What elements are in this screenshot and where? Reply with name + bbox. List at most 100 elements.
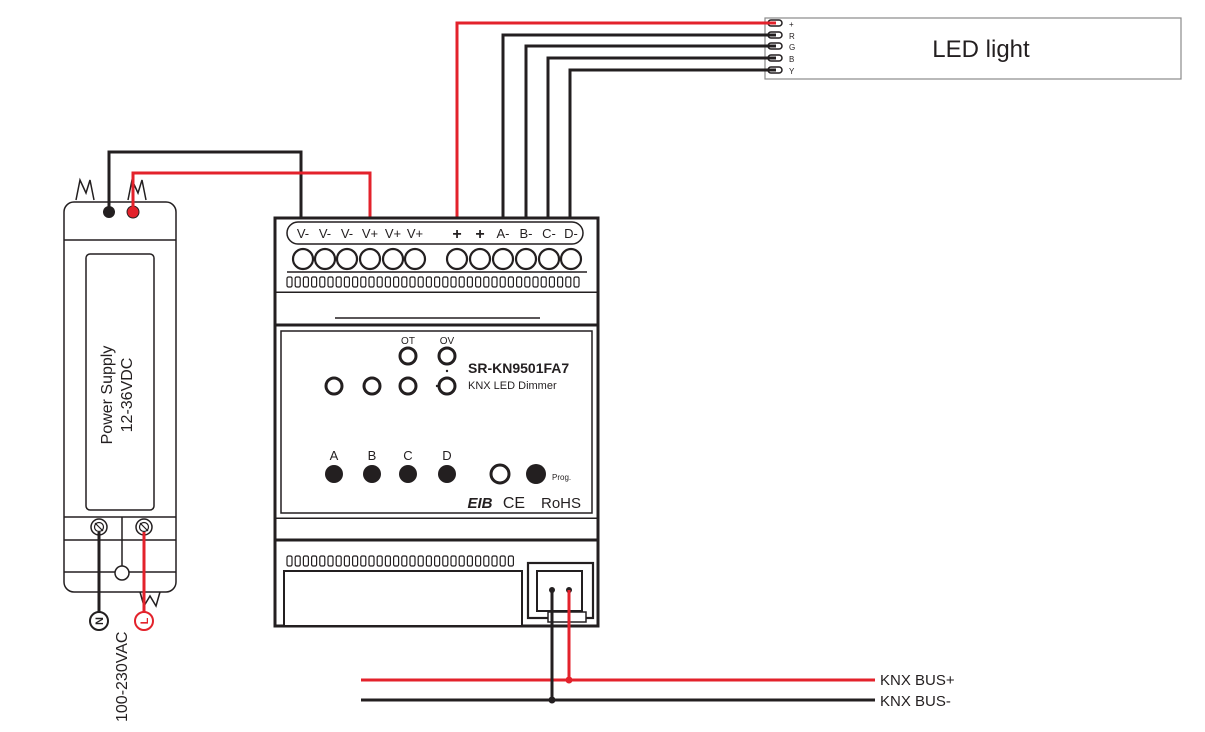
knx-bus-minus-label: KNX BUS- [880,693,951,710]
ac-input-label: 100-230VAC [114,632,131,722]
wire-led-g [524,44,776,218]
led-pin-r: R [789,32,795,41]
comb-tooth [319,276,326,288]
l-terminal-symbol [134,611,154,631]
comb-tooth [565,276,572,288]
channel-d-led [437,376,457,396]
led-pin-g: G [789,43,795,52]
comb-tooth [327,276,334,288]
knx-dimmer: V- V- V- V+ V+ V+ + + A- B- C- D- [273,216,600,628]
ot-label: OT [401,336,415,347]
comb-tooth [302,555,309,567]
comb-tooth [319,555,326,567]
comb-tooth [393,276,400,288]
channel-c-led [398,376,418,396]
comb-tooth [311,276,318,288]
comb-tooth [442,555,449,567]
ps-housing [63,201,177,593]
ps-label-panel [85,253,155,511]
ov-label: OV [440,336,455,347]
comb-tooth [434,555,441,567]
comb-tooth [302,276,309,288]
comb-tooth [294,555,301,567]
terminal-comb-top [286,276,580,288]
comb-tooth [343,555,350,567]
channel-b-led [362,376,382,396]
comb-tooth [458,276,465,288]
led-pin-plus: + [789,20,794,29]
comb-tooth [360,276,367,288]
comb-tooth [450,276,457,288]
terminal-label: V- [319,226,331,241]
prog-button[interactable] [526,464,546,484]
terminal-label: V+ [407,226,423,241]
l-label: L [139,617,151,624]
comb-tooth [548,276,556,288]
terminal-labels-left: V- V- V- V+ V+ V+ [297,226,423,241]
comb-tooth [499,555,506,567]
comb-tooth [515,276,523,288]
comb-tooth [294,276,301,288]
terminal-label: V- [341,226,353,241]
comb-tooth [458,555,465,567]
comb-tooth [343,276,350,288]
channel-d-label: D [442,448,451,463]
terminal-label: V+ [385,226,401,241]
terminal-label: D- [564,226,578,241]
wire-led-r [501,33,776,218]
n-label: N [94,617,106,625]
terminal-label: V- [297,226,309,241]
comb-tooth [540,276,547,288]
channel-d-button[interactable] [438,465,456,483]
channel-a-label: A [330,448,339,463]
led-wires [455,21,776,218]
comb-tooth [368,276,375,288]
terminal-screws [291,247,583,271]
comb-tooth [475,555,482,567]
comb-tooth [417,276,424,288]
terminal-label: C- [542,226,556,241]
comb-tooth [491,276,498,288]
terminal-labels-right: + + A- B- C- D- [452,226,578,243]
comb-tooth [368,555,375,567]
comb-tooth [450,555,457,567]
comb-tooth [532,276,539,288]
wire-dc-plus [131,171,372,222]
channel-a-button[interactable] [325,465,343,483]
comb-tooth [466,276,473,288]
comb-tooth [425,555,432,567]
dimmer-model: SR-KN9501FA7 [468,360,569,376]
comb-tooth [442,276,449,288]
led-light: LED light + R G B Y [764,17,1182,80]
comb-tooth [425,276,432,288]
knx-bus-plus-label: KNX BUS+ [880,672,955,689]
dimmer-subtitle: KNX LED Dimmer [468,380,557,392]
comb-tooth [335,276,342,288]
wire-led-plus [455,21,776,218]
comb-tooth [524,276,531,288]
terminal-label: V+ [362,226,378,241]
ce-mark: CE [503,495,525,512]
prog-label: Prog. [552,473,571,482]
bus-minus-junction [548,696,556,704]
comb-tooth [384,555,391,567]
comb-tooth [556,276,564,288]
n-terminal-symbol [89,611,109,631]
comb-tooth [417,555,424,567]
wire-dc-minus [107,150,303,222]
comb-tooth [507,555,514,567]
terminal-comb-bottom [286,555,514,567]
comb-tooth [483,276,490,288]
led-pin-y: Y [789,67,795,76]
comb-tooth [311,555,318,567]
comb-tooth [434,276,441,288]
ps-voltage: 12-36VDC [119,358,136,433]
comb-tooth [384,276,391,288]
comb-tooth [352,555,359,567]
terminal-label: A- [497,226,510,241]
comb-tooth [483,555,490,567]
terminal-label: + [475,226,484,243]
channel-b-button[interactable] [363,465,381,483]
channel-c-button[interactable] [399,465,417,483]
